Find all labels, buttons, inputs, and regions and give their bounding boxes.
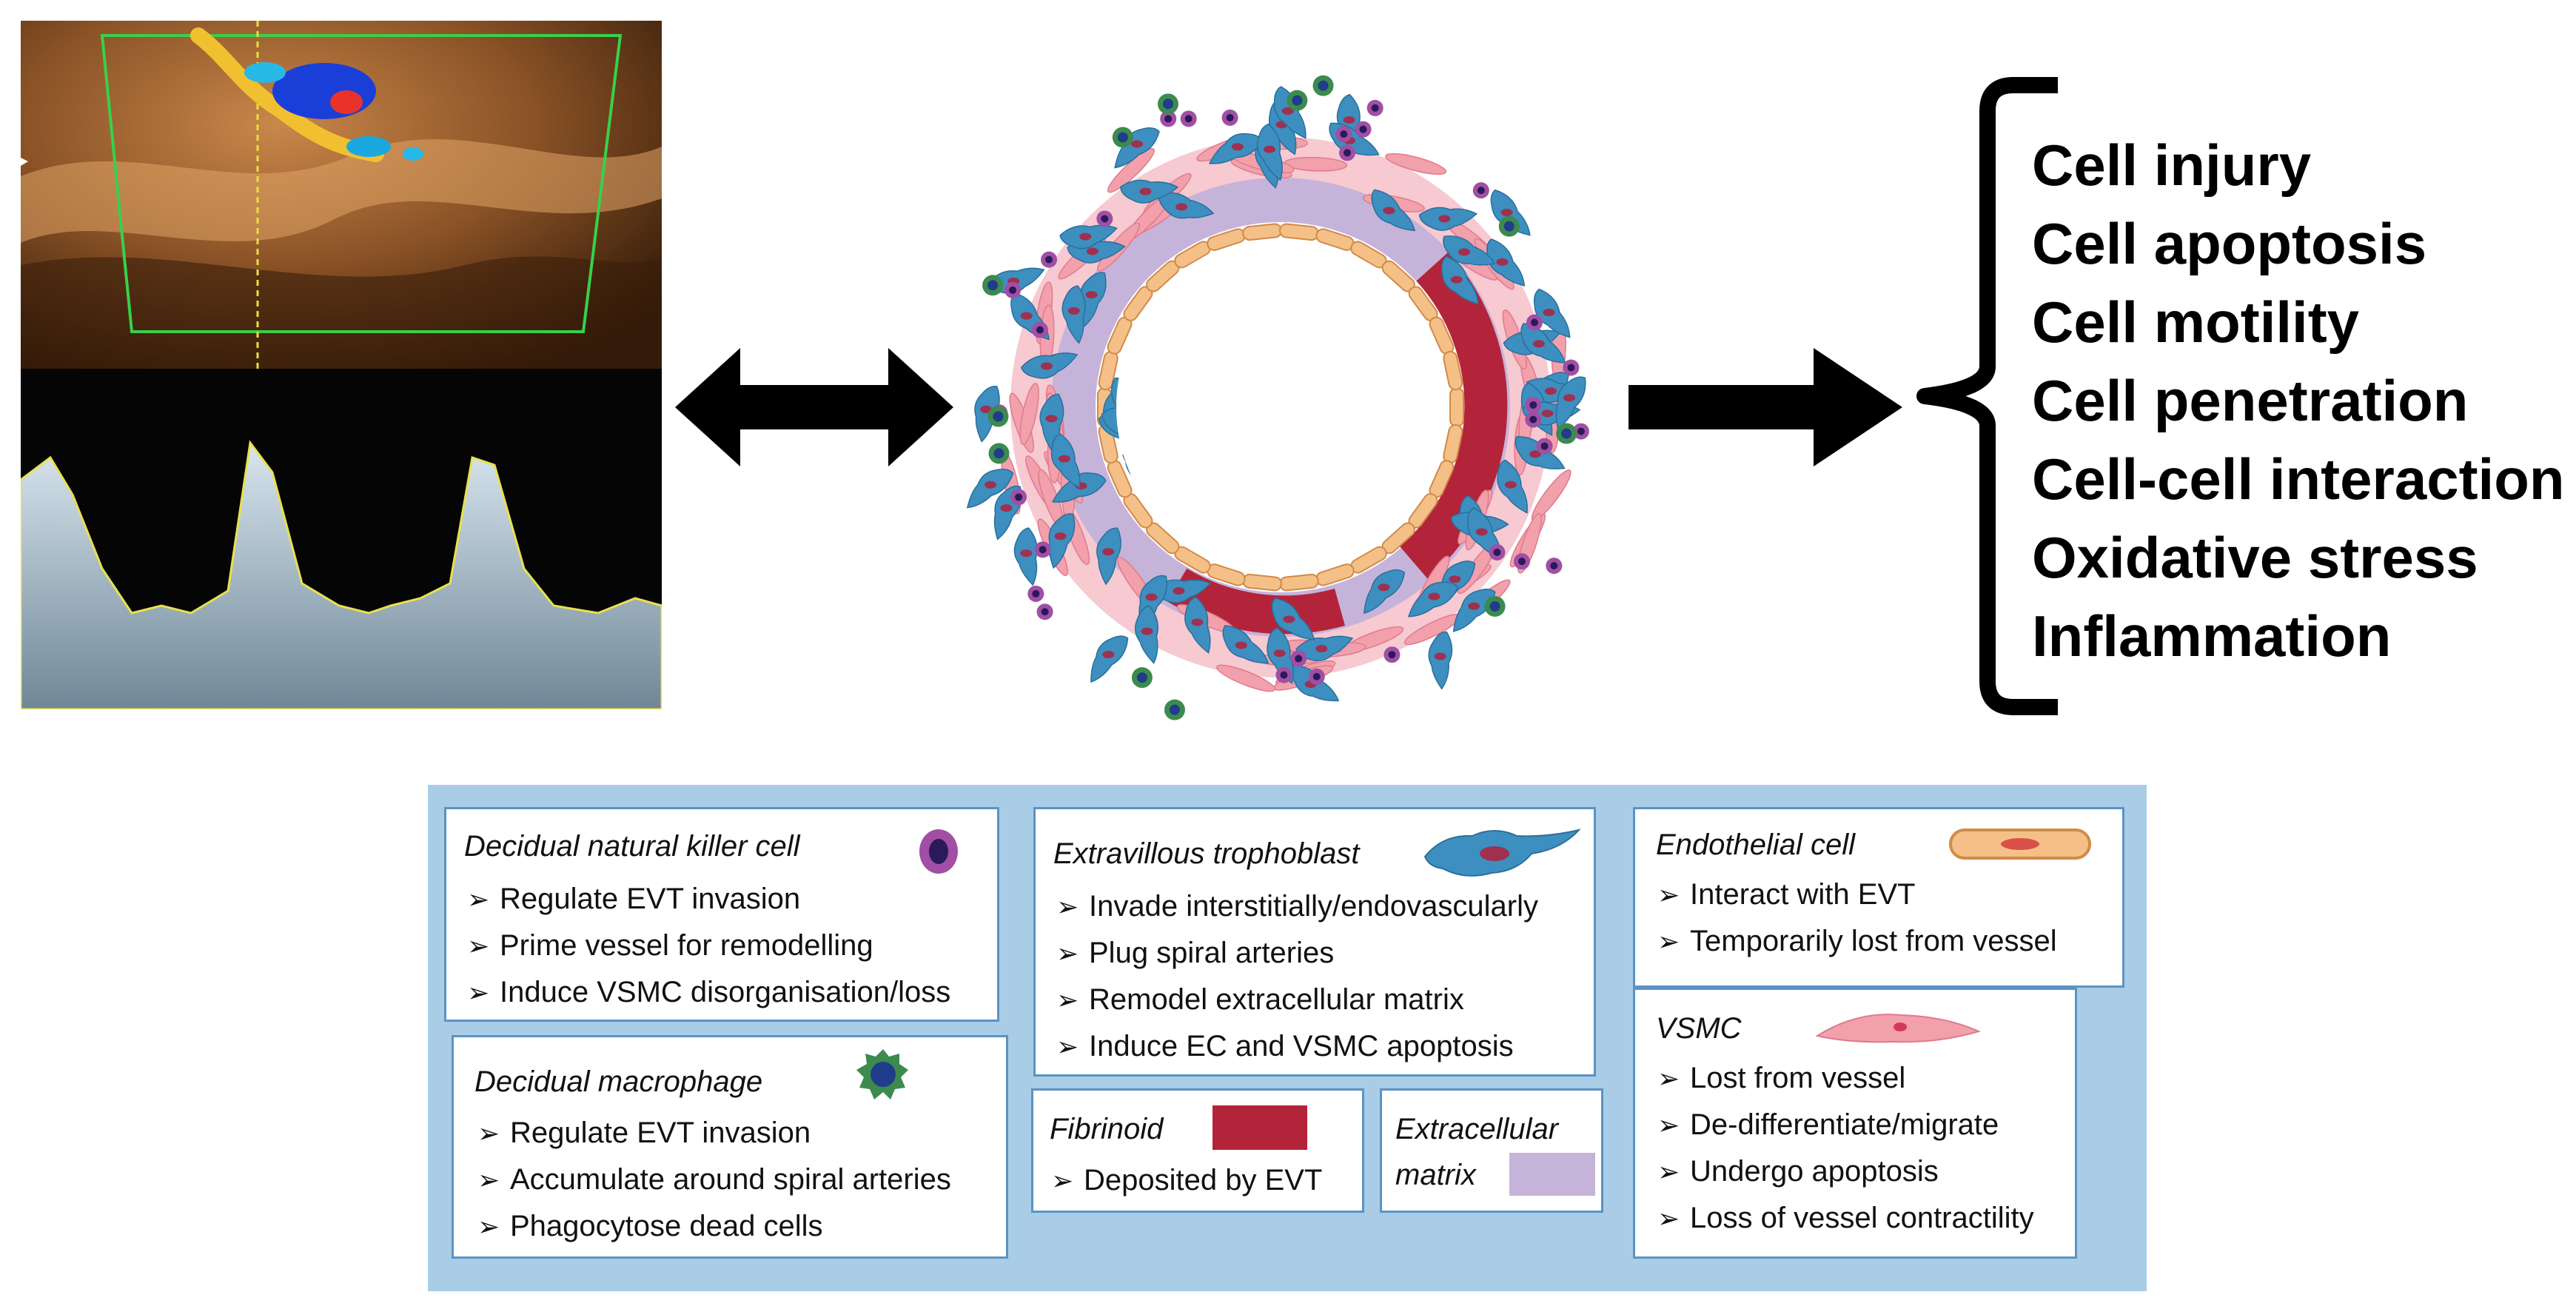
legend-box-vsmc: VSMC Lost from vessel De-differentiate/m… — [1633, 988, 2077, 1259]
legend-item: Interact with EVT — [1657, 871, 2057, 918]
evt-cell-icon — [1423, 829, 1581, 877]
cell-legend-panel: Decidual natural killer cell Regulate EV… — [428, 785, 2147, 1291]
legend-item: Regulate EVT invasion — [467, 876, 950, 923]
legend-title-ecm-1: Extracellular — [1395, 1113, 1559, 1145]
curly-brace-icon — [1916, 77, 2058, 715]
legend-title-endothelial: Endothelial cell — [1656, 829, 1856, 861]
outcome-item: Cell-cell interaction — [2032, 446, 2565, 512]
legend-item: Accumulate around spiral arteries — [477, 1157, 951, 1203]
legend-item: Deposited by EVT — [1051, 1157, 1322, 1204]
legend-title-ecm-2: matrix — [1395, 1159, 1476, 1191]
legend-item: Regulate EVT invasion — [477, 1110, 951, 1157]
ultrasound-image — [21, 21, 662, 709]
legend-item: Plug spiral arteries — [1056, 930, 1538, 977]
outcome-item: Cell motility — [2032, 289, 2360, 355]
ecm-swatch-icon — [1509, 1153, 1595, 1196]
legend-title-dnk: Decidual natural killer cell — [464, 830, 800, 863]
outcome-list: Cell injury Cell apoptosis Cell motility… — [2032, 126, 2565, 675]
endothelial-cell-icon — [1949, 829, 2091, 860]
outcome-item: Inflammation — [2032, 603, 2392, 669]
legend-item: Phagocytose dead cells — [477, 1203, 951, 1250]
legend-item: Loss of vessel contractility — [1657, 1195, 2034, 1242]
bidirectional-arrow-icon — [675, 348, 953, 466]
dnk-cell-icon — [919, 829, 958, 874]
legend-title-macrophage: Decidual macrophage — [474, 1065, 763, 1098]
outcome-item: Cell penetration — [2032, 368, 2469, 433]
spiral-artery-diagram — [966, 75, 1589, 720]
macrophage-cell-icon — [856, 1049, 908, 1100]
right-arrow-icon — [1629, 348, 1902, 466]
legend-box-ecm: Extracellular matrix — [1380, 1088, 1603, 1213]
vsmc-cell-icon — [1815, 1014, 1981, 1043]
legend-item: Remodel extracellular matrix — [1056, 977, 1538, 1023]
legend-item: Induce EC and VSMC apoptosis — [1056, 1023, 1538, 1070]
legend-item: Lost from vessel — [1657, 1055, 2034, 1102]
legend-title-vsmc: VSMC — [1656, 1012, 1742, 1045]
legend-box-dnk: Decidual natural killer cell Regulate EV… — [444, 807, 999, 1022]
outcome-item: Cell injury — [2032, 133, 2312, 198]
legend-title-evt: Extravillous trophoblast — [1053, 837, 1360, 870]
legend-item: Temporarily lost from vessel — [1657, 918, 2057, 965]
legend-title-fibrinoid: Fibrinoid — [1050, 1113, 1164, 1145]
legend-item: Undergo apoptosis — [1657, 1148, 2034, 1195]
outcome-item: Oxidative stress — [2032, 525, 2478, 590]
legend-item: Induce VSMC disorganisation/loss — [467, 969, 950, 1016]
legend-item: Invade interstitially/endovascularly — [1056, 883, 1538, 930]
legend-item: Prime vessel for remodelling — [467, 923, 950, 969]
legend-item: De-differentiate/migrate — [1657, 1102, 2034, 1148]
outcome-item: Cell apoptosis — [2032, 211, 2427, 276]
legend-box-fibrinoid: Fibrinoid Deposited by EVT — [1031, 1088, 1364, 1213]
legend-box-macrophage: Decidual macrophage Regulate EVT invasio… — [452, 1035, 1008, 1259]
legend-box-evt: Extravillous trophoblast Invade intersti… — [1033, 807, 1596, 1077]
fibrinoid-swatch-icon — [1212, 1105, 1307, 1150]
legend-box-endothelial: Endothelial cell Interact with EVT Tempo… — [1633, 807, 2124, 988]
